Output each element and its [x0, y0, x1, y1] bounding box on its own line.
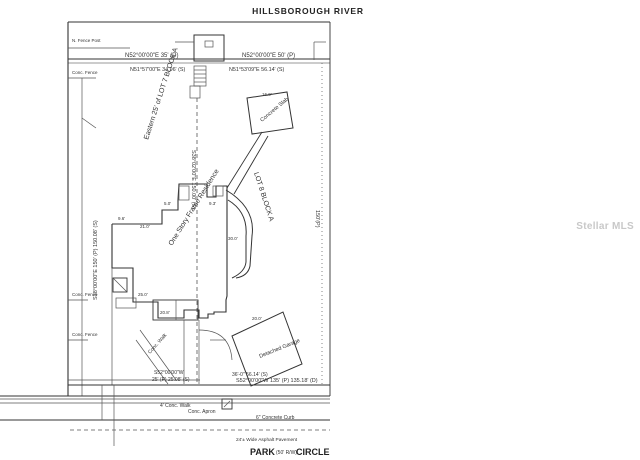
- north-boundary: [68, 47, 330, 79]
- road-width: (50' R/W): [276, 450, 297, 456]
- west-structures: [111, 268, 177, 385]
- bearing-inner-left: N51°57'00"E 34.96' (S): [130, 67, 185, 73]
- road-walk: 4' Conc. Walk: [160, 403, 191, 409]
- bearing-bottom-3: 25' (P) 25.08' (S): [152, 377, 190, 383]
- road-curb-left: Conc. Apron: [188, 409, 216, 415]
- rear-porch: [152, 299, 199, 321]
- dock-walkway: [189, 65, 207, 99]
- se-structure-label: Detached Garage: [259, 338, 302, 360]
- left-note-1: N. Fence Post: [72, 38, 101, 43]
- road-name-left: PARK: [250, 447, 275, 457]
- svg-text:21.0': 21.0': [140, 224, 150, 229]
- svg-text:16.0': 16.0': [262, 92, 272, 97]
- west-boundary-detail: [68, 78, 97, 396]
- se-structure: [231, 311, 303, 387]
- left-side-bearing: S38°00'00"E 150' (P) 150.08' (S): [93, 220, 99, 300]
- svg-text:9.6': 9.6': [118, 216, 125, 221]
- south-boundary: [68, 379, 330, 386]
- bearing-top-right: N52°00'00"E 50' (P): [242, 53, 295, 59]
- road-area: [0, 385, 330, 446]
- svg-text:20.0': 20.0': [252, 316, 262, 321]
- svg-text:30.0': 30.0': [228, 236, 238, 241]
- road-name-right: CIRCLE: [296, 447, 330, 457]
- left-note-4: Conc. Fence: [72, 332, 98, 337]
- bearing-inner-right: N51°53'09"E 56.14' (S): [229, 67, 284, 73]
- bearing-bottom-2: S52°00'00"W: [154, 370, 184, 376]
- svg-text:9.3': 9.3': [209, 201, 216, 206]
- front-driveway: [183, 320, 233, 384]
- svg-text:5.0': 5.0': [164, 201, 171, 206]
- ne-structure: [246, 91, 294, 135]
- svg-text:20.8': 20.8': [160, 310, 170, 315]
- lot-line-bearing: S38°02'00"E 150.00' (S): [190, 150, 196, 209]
- boat-dock: [175, 34, 326, 62]
- dimension-ticks: 9.6' 21.0' 5.0' 9.3' 30.0' 25.0' 20.8' 1…: [118, 92, 272, 321]
- house-footprint: [111, 183, 228, 319]
- ne-walkway: [226, 131, 269, 195]
- bearing-bottom-1: S52°00'00"W 135' (P) 135.18' (D): [236, 378, 318, 384]
- east-side-bearing: 150'(P): [314, 210, 320, 228]
- ne-structure-label: Concrete Slab: [259, 97, 290, 124]
- lot-a-label: Eastern 25' of LOT 7 BLOCK A: [143, 47, 179, 141]
- mls-watermark: Stellar MLS: [576, 221, 634, 232]
- svg-text:25.0': 25.0': [138, 292, 148, 297]
- left-note-3: Conc. Fence: [72, 292, 98, 297]
- bearing-top-left: N52°00'00"E 35' (D): [125, 53, 179, 59]
- bearing-bottom-4: 36'-0" 56.14' (S): [232, 372, 268, 378]
- road-pavement: 24'± Wide Asphalt Pavement: [236, 437, 298, 443]
- lot-b-label: LOT 8 BLOCK A: [252, 171, 275, 222]
- survey-title: HILLSBOROUGH RIVER: [252, 6, 364, 16]
- sheet-frame: [67, 21, 331, 396]
- east-driveway: [225, 189, 253, 279]
- left-note-2: Conc. Fence: [72, 70, 98, 75]
- road-curb-right: 6" Concrete Curb: [256, 415, 295, 421]
